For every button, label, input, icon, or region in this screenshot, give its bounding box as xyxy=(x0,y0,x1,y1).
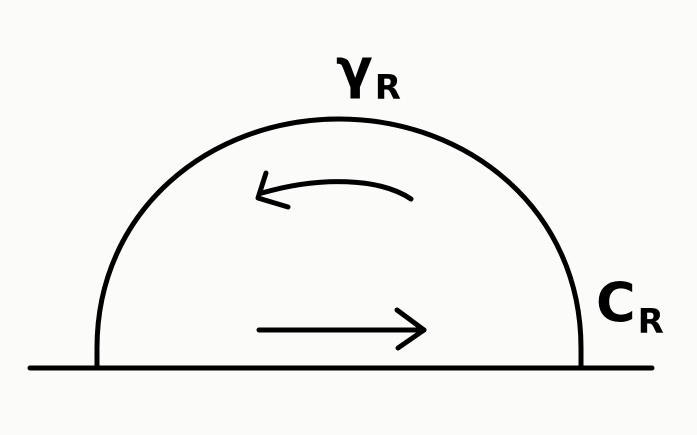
contour-label-subscript: R xyxy=(637,302,664,342)
arc-label-symbol: γ xyxy=(336,37,373,100)
arc-label-subscript: R xyxy=(374,68,401,108)
contour-label-c-r: CR xyxy=(596,276,664,340)
semicircle-arc xyxy=(94,116,584,369)
rightward-arrow xyxy=(256,307,427,351)
arc-label-gamma-r: γR xyxy=(336,42,401,106)
counterclockwise-arrow xyxy=(255,170,414,210)
contour-label-symbol: C xyxy=(596,271,636,334)
